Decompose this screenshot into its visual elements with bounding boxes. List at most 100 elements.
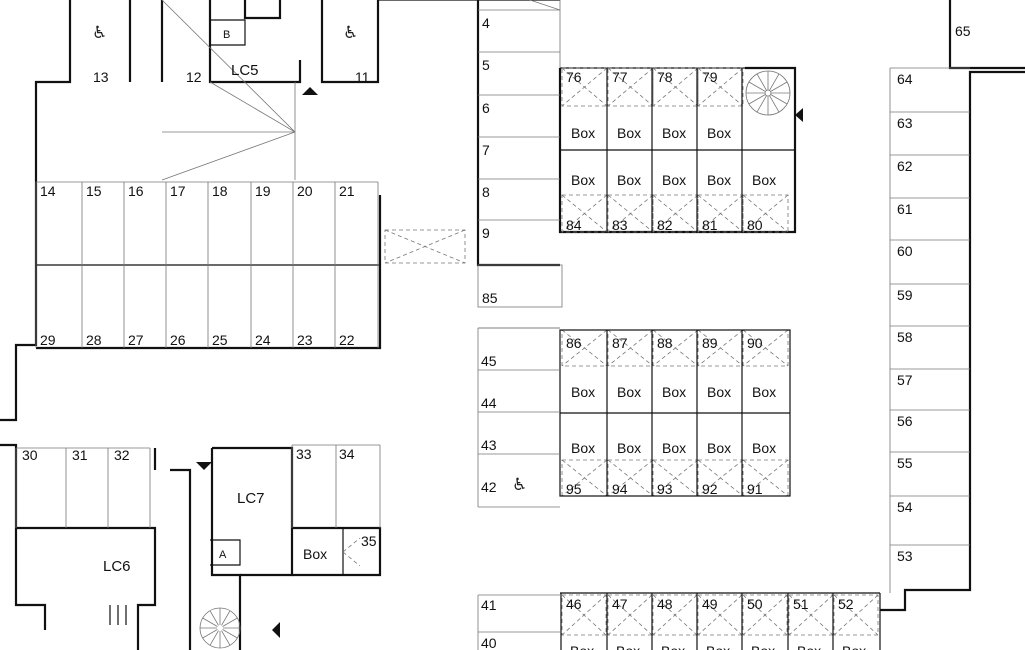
box-space-cross: [561, 329, 608, 367]
space-41: 41: [481, 597, 497, 613]
space-35: 35: [361, 533, 377, 549]
storage-box-label: Box: [751, 643, 775, 650]
storage-box-label: Box: [661, 643, 685, 650]
space-57: 57: [897, 372, 913, 388]
box-space-cross: [652, 329, 699, 367]
space-25: 25: [212, 332, 228, 348]
spiral-stair-step: [770, 94, 788, 105]
wall-lift-b: [210, 19, 246, 46]
space-21: 21: [339, 183, 355, 199]
ramp-diagonal-2: [209, 81, 296, 133]
space-46: 46: [566, 596, 582, 612]
column-top-diag: [529, 0, 561, 11]
storage-box-label: Box: [842, 643, 866, 650]
space-52: 52: [838, 596, 854, 612]
space-6: 6: [482, 100, 490, 116]
space-22: 22: [339, 332, 355, 348]
space-55: 55: [897, 455, 913, 471]
box-space-bottom: [607, 194, 654, 233]
space-16: 16: [128, 183, 144, 199]
lift-a-label: A: [219, 549, 227, 561]
box-space-cross: [561, 594, 607, 636]
space-64: 64: [897, 71, 913, 87]
space-17: 17: [170, 183, 186, 199]
space-90: 90: [747, 335, 763, 351]
space-86: 86: [566, 335, 582, 351]
space-59: 59: [897, 287, 913, 303]
space-24: 24: [255, 332, 271, 348]
space-12: 12: [186, 69, 202, 85]
wall-lift-a: [210, 539, 241, 566]
storage-box-label: Box: [662, 172, 686, 188]
space-45: 45: [481, 353, 497, 369]
storage-box-label: Box: [706, 643, 730, 650]
space-93: 93: [657, 481, 673, 497]
wheelchair-icon: ♿: [512, 475, 527, 495]
outer-wall-left: [0, 0, 72, 422]
space-79: 79: [702, 69, 718, 85]
storage-box-label: Box: [797, 643, 821, 650]
storage-box-label: Box: [662, 440, 686, 456]
exit-arrow-icon: [795, 108, 803, 122]
vent: [109, 605, 127, 625]
spiral-stair-icon: [764, 89, 772, 97]
box-space-cross: [652, 459, 699, 497]
spiral-stair-step: [202, 629, 218, 639]
space-14: 14: [40, 183, 56, 199]
space-26: 26: [170, 332, 186, 348]
room-lc7: LC7: [237, 490, 265, 507]
space-78: 78: [657, 69, 673, 85]
box-space-cross: [833, 594, 879, 636]
storage-box-label: Box: [571, 384, 595, 400]
wall-lc5-top: [243, 0, 282, 20]
space-32: 32: [114, 447, 130, 463]
spiral-stair-step: [202, 617, 218, 627]
storage-box-label: Box: [752, 384, 776, 400]
space-47: 47: [612, 596, 628, 612]
storage-box-label: Box: [617, 440, 641, 456]
spiral-stair-step: [748, 81, 766, 92]
space-4: 4: [482, 15, 490, 31]
box-space-bottom: [742, 459, 789, 497]
space-60: 60: [897, 243, 913, 259]
box-space-cross: [742, 594, 788, 636]
spiral-stair-step: [756, 95, 767, 113]
space-31: 31: [72, 447, 88, 463]
box-35-dash: [342, 537, 361, 553]
storage-box-label: Box: [571, 125, 595, 141]
space-30: 30: [22, 447, 38, 463]
lift-b-label: B: [223, 29, 230, 41]
space-95: 95: [566, 481, 582, 497]
box-space-cross: [607, 329, 654, 367]
space-89: 89: [702, 335, 718, 351]
storage-box-label: Box: [617, 384, 641, 400]
space-8: 8: [482, 184, 490, 200]
space-77: 77: [612, 69, 628, 85]
space-62: 62: [897, 158, 913, 174]
storage-box-label: Box: [707, 440, 731, 456]
spiral-stair-step: [756, 73, 767, 91]
box-space-cross: [607, 594, 653, 636]
space-51: 51: [793, 596, 809, 612]
space-28: 28: [86, 332, 102, 348]
exit-arrow-icon: [196, 462, 212, 470]
box-space-cross: [561, 67, 608, 107]
outer-wall-left-lower: [0, 443, 47, 630]
box-space-cross: [652, 67, 699, 107]
spiral-stair-step: [209, 630, 219, 646]
spiral-stair-step: [209, 610, 219, 626]
space-42: 42: [481, 479, 497, 495]
space-58: 58: [897, 329, 913, 345]
exit-arrow-icon: [302, 87, 318, 95]
storage-box-label: Box: [617, 172, 641, 188]
spiral-stair-step: [221, 630, 231, 646]
space-85-outline: [477, 264, 563, 308]
space-40: 40: [481, 635, 497, 650]
space-50: 50: [747, 596, 763, 612]
box-space-top: [697, 67, 744, 107]
box-space-cross: [742, 329, 789, 367]
box-space-cross: [697, 329, 744, 367]
storage-box-label: Box: [617, 125, 641, 141]
storage-box-label: Box: [707, 125, 731, 141]
